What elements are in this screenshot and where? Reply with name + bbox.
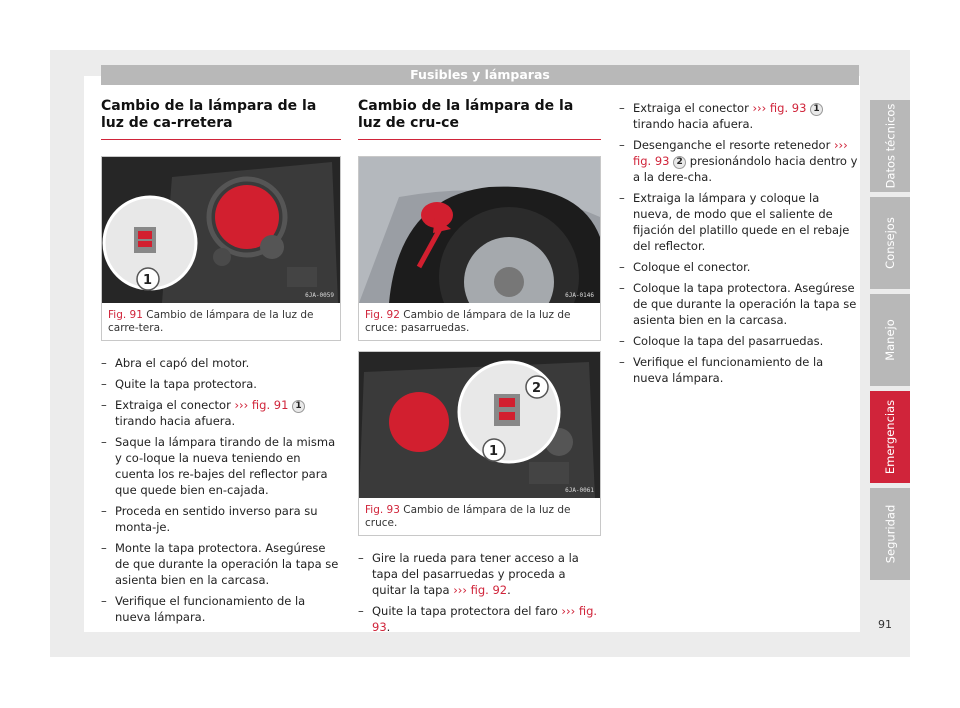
figure-91-image: 1 6JA-0059 bbox=[102, 157, 340, 303]
list-item: Desenganche el resorte retenedor ››› fig… bbox=[619, 137, 859, 185]
figure-link[interactable]: ››› fig. 92 bbox=[453, 583, 508, 597]
section-title-high-beam: Cambio de la lámpara de la luz de ca-rre… bbox=[101, 98, 341, 140]
callout-badge: 1 bbox=[810, 103, 824, 116]
list-item: Extraiga el conector ››› fig. 91 1 tiran… bbox=[101, 397, 341, 429]
callout-badge: 2 bbox=[673, 156, 687, 169]
tab-datos-tecnicos[interactable]: Datos técnicos bbox=[870, 100, 910, 192]
list-item: Saque la lámpara tirando de la misma y c… bbox=[101, 434, 341, 498]
tab-emergencias[interactable]: Emergencias bbox=[870, 391, 910, 483]
figure-92-caption: Fig. 92 Cambio de lámpara de la luz de c… bbox=[359, 303, 600, 340]
list-item: Proceda en sentido inverso para su monta… bbox=[101, 503, 341, 535]
list-item: Monte la tapa protectora. Asegúrese de q… bbox=[101, 540, 341, 588]
image-code: 6JA-0061 bbox=[565, 487, 594, 494]
list-item: Verifique el funcionamiento de la nueva … bbox=[101, 593, 341, 625]
figure-label: Fig. 91 bbox=[108, 309, 143, 321]
list-item: Coloque la tapa del pasarruedas. bbox=[619, 333, 859, 349]
figure-label: Fig. 92 bbox=[365, 309, 400, 321]
wheel-arch-illustration bbox=[359, 157, 600, 303]
caption-text: Cambio de lámpara de la luz de cruce. bbox=[365, 504, 571, 529]
list-item: Verifique el funcionamiento de la nueva … bbox=[619, 354, 859, 386]
list-item: Extraiga el conector ››› fig. 93 1 tiran… bbox=[619, 100, 859, 132]
list-item: Coloque la tapa protectora. Asegúrese de… bbox=[619, 280, 859, 328]
figure-label: Fig. 93 bbox=[365, 504, 400, 516]
list-item: Quite la tapa protectora del faro ››› fi… bbox=[358, 603, 601, 635]
caption-text: Cambio de lámpara de la luz de cruce: pa… bbox=[365, 309, 571, 334]
column-low-beam: Cambio de la lámpara de la luz de cru-ce… bbox=[358, 98, 601, 640]
tab-consejos[interactable]: Consejos bbox=[870, 197, 910, 289]
callout-1: 1 bbox=[489, 444, 498, 459]
figure-link[interactable]: ››› fig. 93 bbox=[372, 604, 598, 634]
list-item: Abra el capó del motor. bbox=[101, 355, 341, 371]
image-code: 6JA-0059 bbox=[305, 292, 334, 299]
list-item: Extraiga la lámpara y coloque la nueva, … bbox=[619, 190, 859, 254]
callout-2: 2 bbox=[532, 381, 541, 396]
figure-link[interactable]: ››› fig. 93 bbox=[752, 101, 807, 115]
chapter-header: Fusibles y lámparas bbox=[101, 65, 859, 85]
figure-92-image: 6JA-0146 bbox=[359, 157, 600, 303]
caption-text: Cambio de lámpara de la luz de carre-ter… bbox=[108, 309, 314, 334]
headlamp-cover-illustration: 2 1 bbox=[359, 352, 600, 498]
figure-link[interactable]: ››› fig. 93 bbox=[633, 138, 848, 168]
steps-list-high-beam: Abra el capó del motor. Quite la tapa pr… bbox=[101, 355, 341, 625]
figure-91: 1 6JA-0059 Fig. 91 Cambio de lámpara de … bbox=[101, 156, 341, 341]
figure-93-caption: Fig. 93 Cambio de lámpara de la luz de c… bbox=[359, 498, 600, 535]
figure-91-caption: Fig. 91 Cambio de lámpara de la luz de c… bbox=[102, 303, 340, 340]
figure-92: 6JA-0146 Fig. 92 Cambio de lámpara de la… bbox=[358, 156, 601, 341]
steps-list-low-beam: Gire la rueda para tener acceso a la tap… bbox=[358, 550, 601, 635]
page-number: 91 bbox=[878, 618, 892, 631]
steps-list-continued: Extraiga el conector ››› fig. 93 1 tiran… bbox=[619, 100, 859, 386]
list-item: Gire la rueda para tener acceso a la tap… bbox=[358, 550, 601, 598]
figure-93-image: 2 1 6JA-0061 bbox=[359, 352, 600, 498]
figure-93: 2 1 6JA-0061 Fig. 93 Cambio de lámpara d… bbox=[358, 351, 601, 536]
headlamp-rear-illustration: 1 bbox=[102, 157, 340, 303]
section-title-low-beam: Cambio de la lámpara de la luz de cru-ce bbox=[358, 98, 601, 140]
list-item: Coloque el conector. bbox=[619, 259, 859, 275]
figure-link[interactable]: ››› fig. 91 bbox=[234, 398, 289, 412]
callout-1: 1 bbox=[143, 273, 152, 288]
tab-manejo[interactable]: Manejo bbox=[870, 294, 910, 386]
column-high-beam: Cambio de la lámpara de la luz de ca-rre… bbox=[101, 98, 341, 630]
tab-seguridad[interactable]: Seguridad bbox=[870, 488, 910, 580]
column-low-beam-continued: Extraiga el conector ››› fig. 93 1 tiran… bbox=[619, 100, 859, 391]
image-code: 6JA-0146 bbox=[565, 292, 594, 299]
list-item: Quite la tapa protectora. bbox=[101, 376, 341, 392]
callout-badge: 1 bbox=[292, 400, 306, 413]
